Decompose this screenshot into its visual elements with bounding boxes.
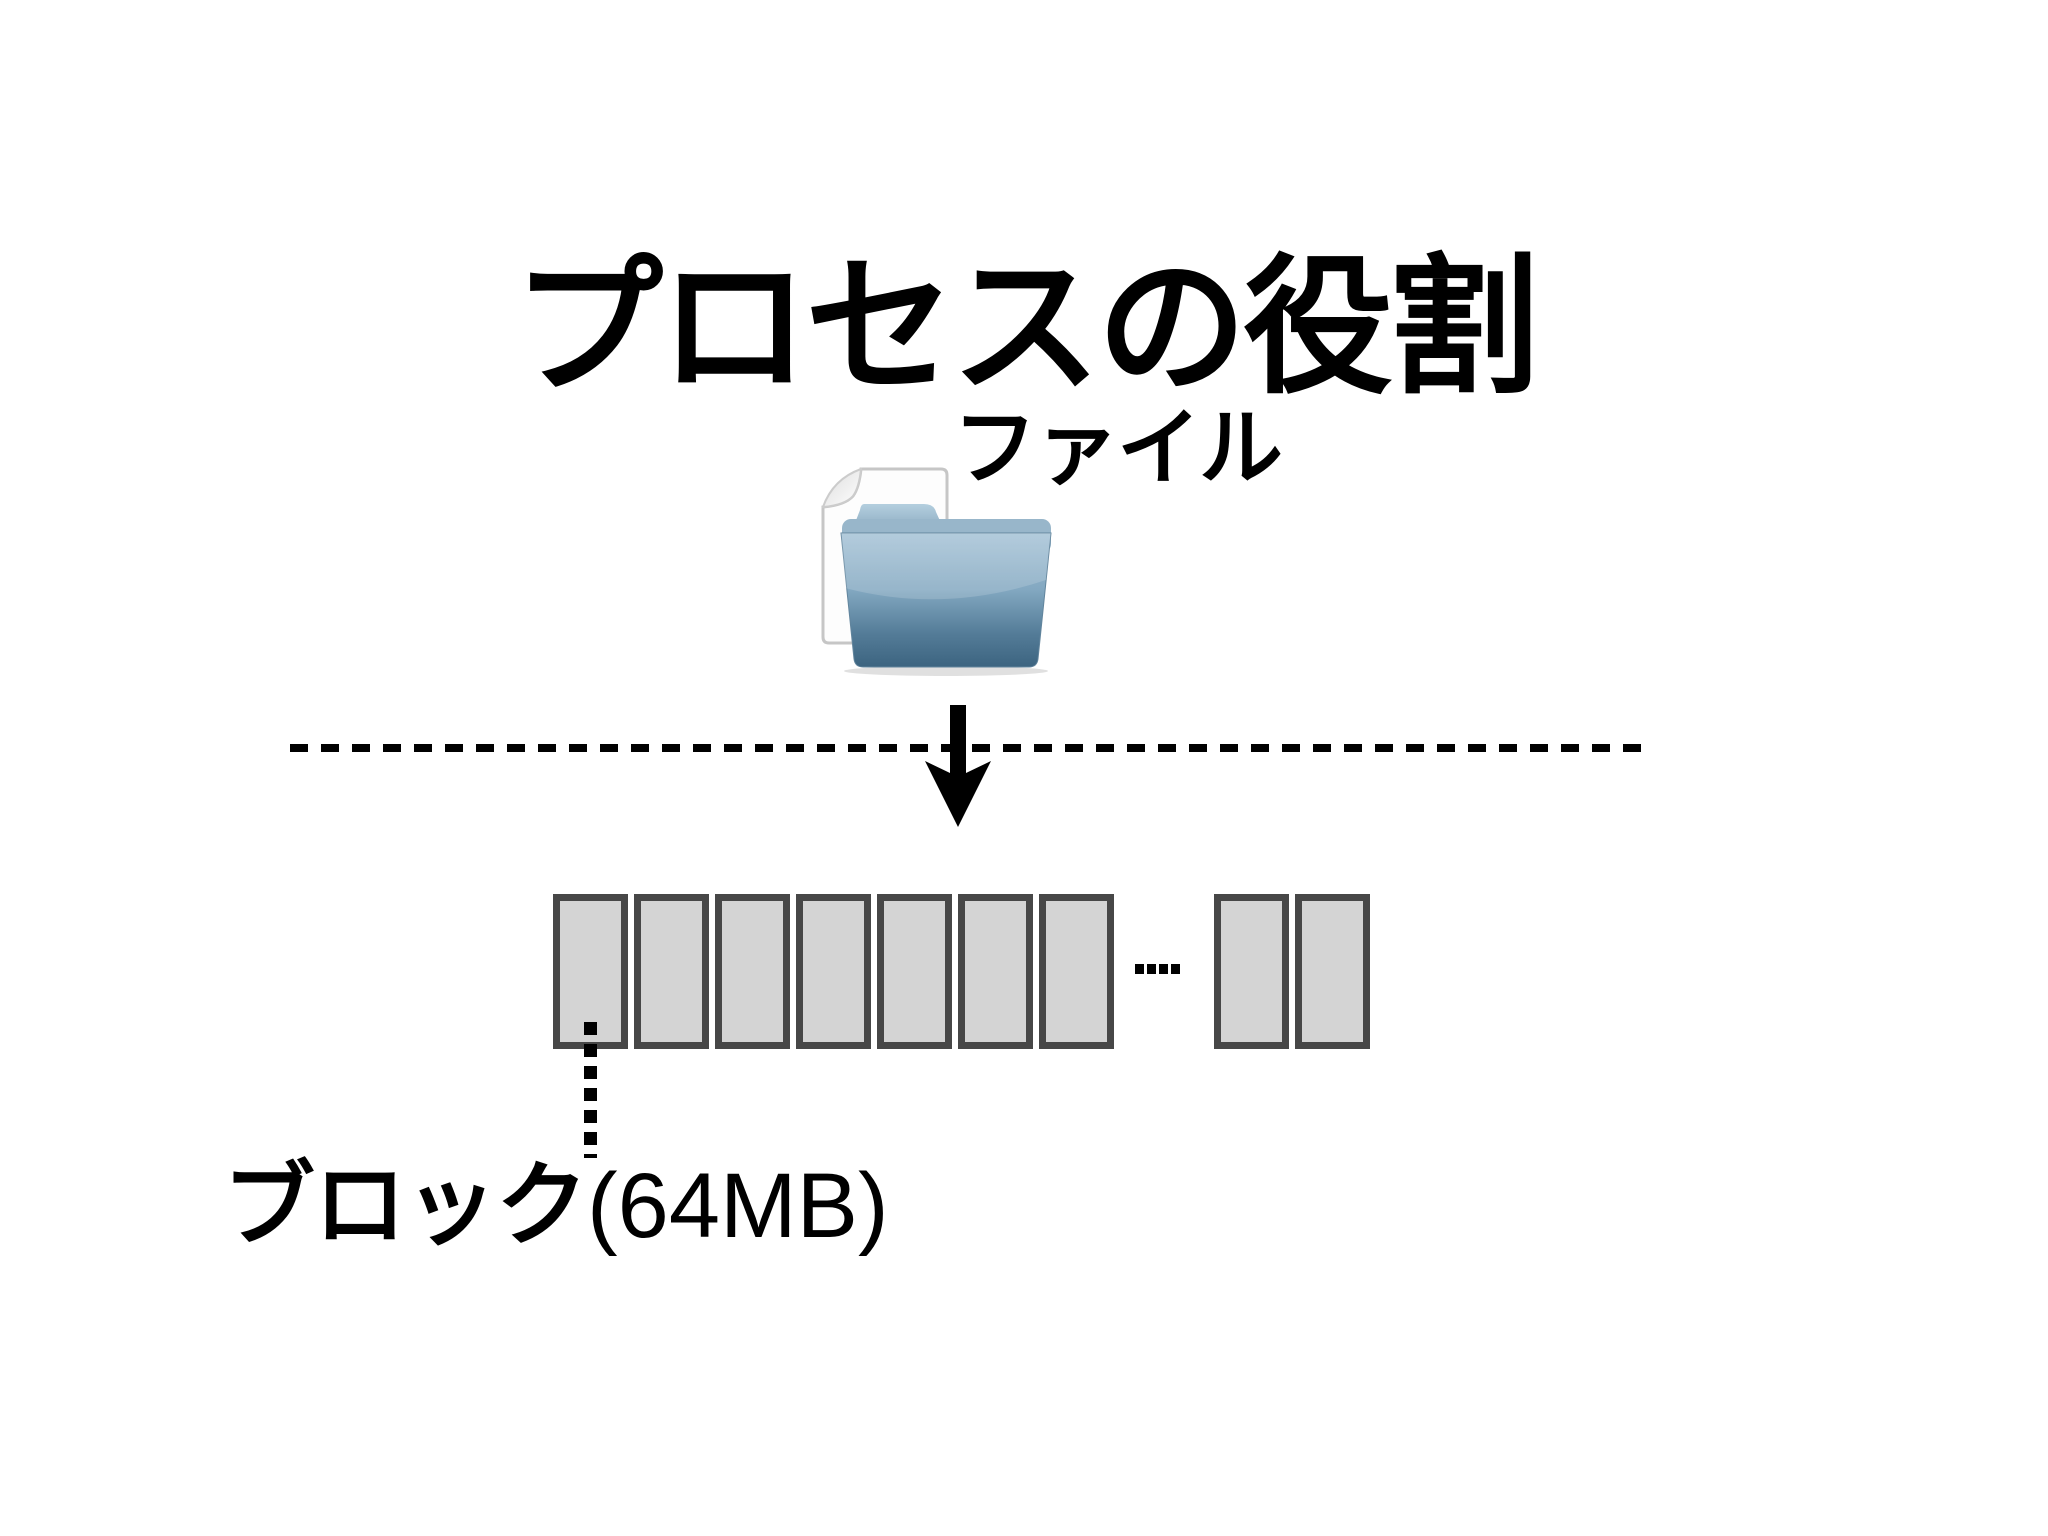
down-arrow-icon — [925, 705, 991, 827]
file-block — [634, 894, 709, 1049]
block-label-size: (64MB) — [587, 1155, 889, 1257]
file-block — [877, 894, 952, 1049]
file-block — [1214, 894, 1289, 1049]
file-block — [1295, 894, 1370, 1049]
divider-dashed-line — [290, 744, 1644, 752]
ellipsis-dot — [1135, 964, 1144, 974]
slide-title: プロセスの役割 — [512, 242, 1539, 411]
file-block — [715, 894, 790, 1049]
block-label: ブロック(64MB) — [223, 1155, 889, 1257]
block-row-left — [553, 894, 1114, 1049]
file-label: ファイル — [953, 401, 1283, 495]
ellipsis-dot — [1159, 964, 1168, 974]
folder-icon — [840, 504, 1052, 676]
file-block — [958, 894, 1033, 1049]
ellipsis-dot — [1147, 964, 1156, 974]
ellipsis-dots — [1135, 964, 1180, 974]
block-row-right — [1214, 894, 1370, 1049]
ellipsis-dot — [1171, 964, 1180, 974]
file-block — [1039, 894, 1114, 1049]
file-block — [796, 894, 871, 1049]
block-label-text: ブロック — [223, 1155, 588, 1257]
block-pointer-dotted-line — [584, 1022, 597, 1158]
folder-with-document-icon — [821, 467, 1052, 676]
